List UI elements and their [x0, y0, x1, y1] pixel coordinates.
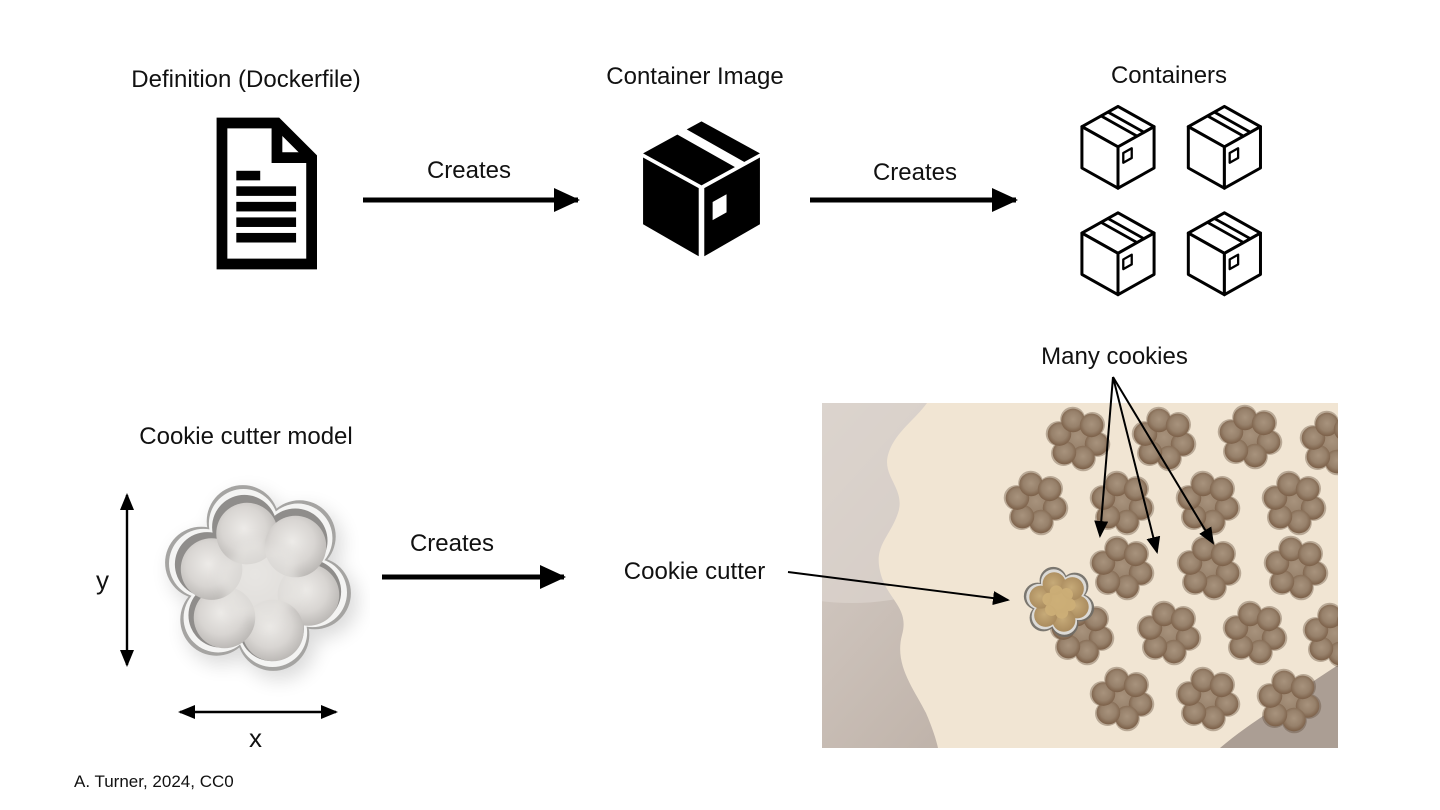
y-dimension-label: y	[96, 565, 109, 595]
x-dimension-label: x	[249, 723, 262, 753]
definition-title: Definition (Dockerfile)	[131, 66, 361, 93]
creates-label-1: Creates	[426, 157, 512, 184]
package-box-icon	[643, 121, 760, 257]
attribution: A. Turner, 2024, CC0	[74, 772, 234, 791]
many-cookies-label: Many cookies	[1041, 343, 1188, 370]
container-box-icon	[1186, 104, 1262, 190]
container-box-icon	[1186, 211, 1262, 297]
creates-label-3: Creates	[409, 530, 495, 557]
containers-grid	[1080, 104, 1262, 297]
cookie-dough-photo	[822, 403, 1338, 748]
cookie-cutter-label: Cookie cutter	[623, 558, 766, 585]
container-image-title: Container Image	[606, 63, 784, 90]
cookie-cutter-model-title: Cookie cutter model	[139, 423, 353, 450]
container-box-icon	[1080, 211, 1156, 297]
container-box-icon	[1080, 104, 1156, 190]
creates-label-2: Creates	[872, 159, 958, 186]
cookie-cutter-model-image	[165, 485, 358, 680]
containers-title: Containers	[1110, 62, 1228, 89]
document-icon	[216, 117, 317, 270]
